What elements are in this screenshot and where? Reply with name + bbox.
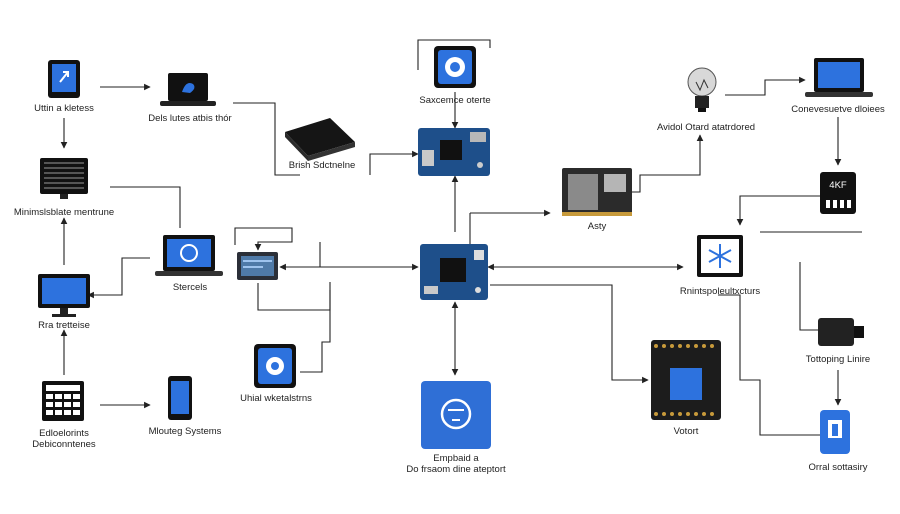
connector [257,282,331,311]
lightbulb-label: Avidol Otard atatrdored [656,122,756,133]
vial-label: Orral sottasiry [808,462,868,473]
connector [417,39,491,70]
app-icon [434,46,476,88]
touch-device-label: Tottoping Linire [805,354,871,365]
connectors [60,39,862,439]
lightbulb-icon [687,67,717,112]
app-icon [421,381,491,449]
chip-board-label: Votort [673,426,699,437]
connector [110,186,181,228]
tablet-label: Uttin a kletess [34,103,94,114]
connector [490,284,649,384]
laptop-icon [805,58,873,97]
connector [718,294,831,439]
connector [369,150,419,175]
phone-icon [168,376,192,420]
laptop-icon [155,235,223,276]
kf-label: 4KF [829,180,847,191]
tablet-icon [48,60,80,98]
desktop-icon [38,274,90,317]
monitor-label: Minimslsblate mentrune [13,207,115,218]
calculator-icon [42,381,84,421]
top-app-label: Saxcemce oterte [419,95,491,106]
laptop-icon [160,73,216,106]
sensor-icon [820,410,850,454]
ram-label: Asty [587,221,607,232]
phone-label: Mlouteg Systems [148,426,222,437]
connector [300,290,331,373]
circuit-board-icon [418,128,490,176]
connector [630,134,704,193]
connector [234,227,293,251]
chip-module-icon [820,172,856,214]
processor-board-icon [651,340,721,420]
snow-screen-label: Rnintspoleultxcturs [679,286,761,297]
big-app-label: Empbaid a Do frsaom dine ateptort [406,453,506,475]
microcontroller-icon [420,244,488,300]
connector [233,102,300,176]
app-left-label: Uhial wketalstrns [240,393,312,404]
ssd-icon [285,118,355,161]
connector [725,76,806,96]
calculator-label: Edloelorints Debiconntenes [32,428,96,450]
monitor-icon [40,158,88,199]
ssd-label: Brish Sdctnelne [288,160,356,171]
app-icon [254,344,296,388]
desktop-label: Rra tretteise [38,320,90,331]
device-icon [818,318,864,346]
center-laptop-label: Stercels [172,282,208,293]
connector [736,195,820,226]
memory-module-icon [562,168,632,216]
connector [87,257,150,299]
snowflake-screen-icon [697,235,743,277]
display-module-icon [237,252,278,280]
laptop-top-label: Dels lutes atbis thór [148,113,232,124]
laptop-right-label: Conevesuetve dloiees [791,104,885,115]
